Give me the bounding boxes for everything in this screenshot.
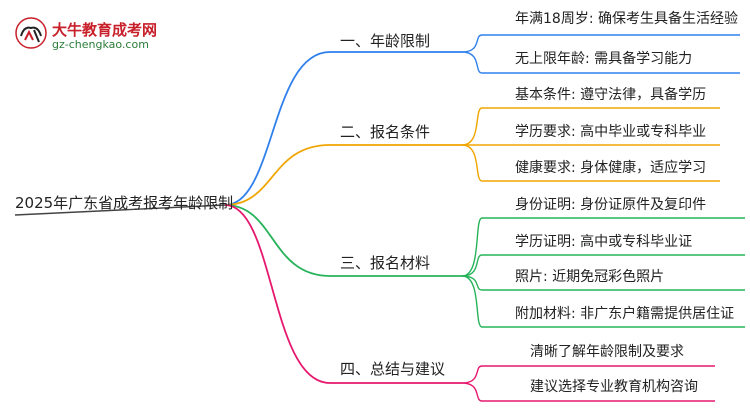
root-node-label: 2025年广东省成考报考年龄限制 — [15, 194, 234, 212]
branch-3-label: 三、报名材料 — [340, 254, 431, 272]
branch-3-leaf-2-connector — [461, 254, 745, 277]
branch-1-connector — [224, 51, 462, 206]
leaf-id-proof: 身份证明: 身份证原件及复印件 — [515, 197, 707, 213]
logo-url: gz-chengkao.com — [52, 38, 149, 51]
branch-1-leaf-1-connector — [461, 34, 740, 53]
leaf-extra-material: 附加材料: 非广东户籍需提供居住证 — [515, 306, 735, 322]
branch-1-label: 一、年龄限制 — [340, 32, 431, 50]
branch-3-connector — [224, 204, 462, 277]
leaf-education-requirement: 学历要求: 高中毕业或专科毕业 — [515, 124, 707, 140]
branch-4-leaf-1-connector — [461, 365, 715, 384]
leaf-advice: 建议选择专业教育机构咨询 — [530, 379, 698, 395]
logo-title: 大牛教育成考网 — [52, 21, 158, 39]
branch-1-leaf-2-connector — [461, 51, 740, 74]
bull-logo-icon — [15, 17, 47, 49]
branch-2-label: 二、报名条件 — [340, 123, 431, 141]
branch-3-leaf-3-connector — [461, 275, 745, 291]
leaf-age-max: 无上限年龄: 需具备学习能力 — [515, 51, 693, 67]
branch-4-connector — [224, 204, 462, 384]
leaf-education-proof: 学历证明: 高中或专科毕业证 — [515, 234, 693, 250]
leaf-summary: 清晰了解年龄限制及要求 — [530, 344, 684, 360]
leaf-age-min: 年满18周岁: 确保考生具备生活经验 — [515, 11, 738, 27]
leaf-health-requirement: 健康要求: 身体健康，适应学习 — [515, 160, 707, 176]
branch-3-leaf-4-connector — [461, 275, 745, 328]
branch-2-connector — [224, 144, 462, 206]
leaf-basic-condition: 基本条件: 遵守法律，具备学历 — [515, 87, 707, 103]
site-logo: 大牛教育成考网 gz-chengkao.com — [14, 16, 164, 56]
branch-4-leaf-2-connector — [461, 382, 715, 402]
leaf-photo: 照片: 近期免冠彩色照片 — [515, 269, 665, 285]
branch-2-leaf-3-connector — [461, 144, 720, 182]
branch-4-label: 四、总结与建议 — [340, 360, 446, 378]
branch-2-leaf-1-connector — [461, 107, 720, 146]
root-underline — [14, 204, 226, 216]
branch-3-leaf-1-connector — [461, 217, 745, 277]
